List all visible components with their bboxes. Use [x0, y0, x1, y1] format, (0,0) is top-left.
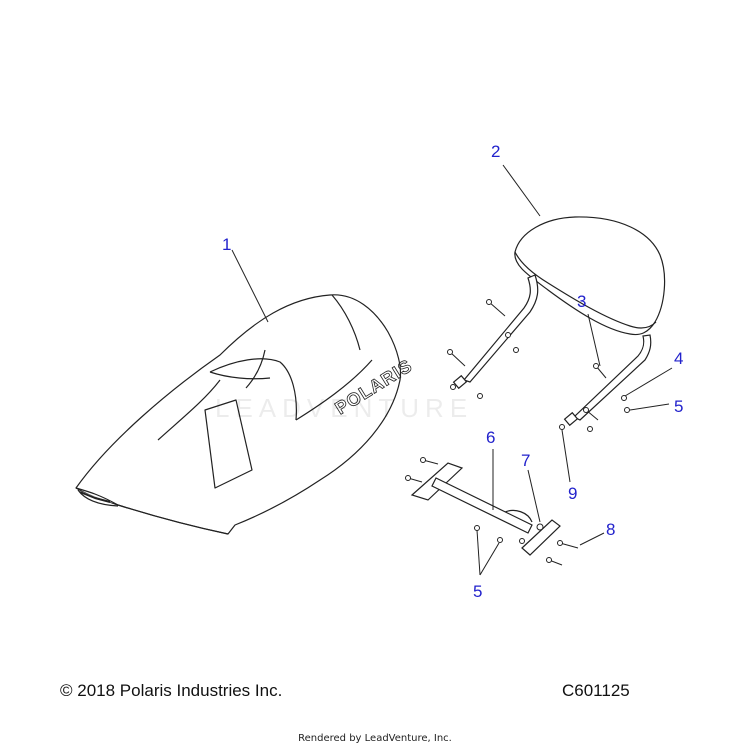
- callout-6: 6: [486, 428, 496, 447]
- callout-8: 8: [606, 520, 616, 539]
- diagram-id: C601125: [562, 681, 630, 700]
- rendered-by: Rendered by LeadVenture, Inc.: [298, 733, 452, 744]
- callout-7: 7: [521, 451, 531, 470]
- callout-3: 3: [577, 292, 587, 311]
- callout-5-lower: 5: [473, 582, 483, 601]
- backrest-frame: [452, 274, 652, 427]
- copyright: © 2018 Polaris Industries Inc.: [60, 681, 283, 700]
- backrest-pad: [514, 216, 666, 336]
- seat: [75, 294, 402, 535]
- callout-5: 5: [674, 397, 684, 416]
- callout-4: 4: [674, 349, 684, 368]
- callout-9: 9: [568, 484, 578, 503]
- mount-bracket: [410, 462, 561, 556]
- leader-lines: [231, 164, 673, 576]
- watermark: LEADVENTURE: [215, 393, 474, 423]
- callout-1: 1: [222, 235, 232, 254]
- callout-2: 2: [491, 142, 501, 161]
- hardware: [405, 299, 630, 566]
